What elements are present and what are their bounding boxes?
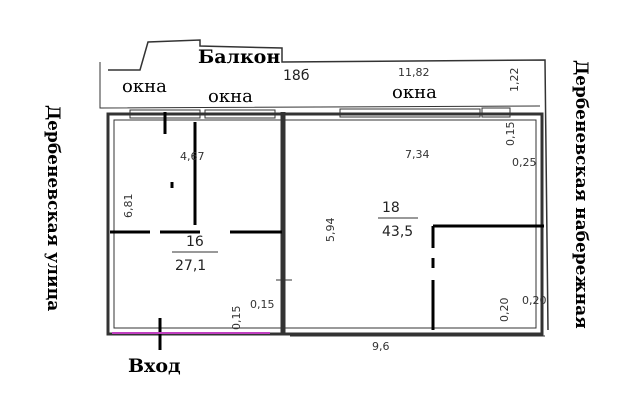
window-label-3: окна bbox=[392, 82, 437, 103]
dim-bottom-length: 9,6 bbox=[372, 340, 390, 353]
dim-top-length: 11,82 bbox=[398, 66, 430, 79]
room-markers bbox=[110, 112, 544, 350]
room-16-area: 27,1 bbox=[175, 258, 206, 274]
dim-left-room-width: 4,67 bbox=[180, 150, 205, 163]
entrance-label: Вход bbox=[128, 355, 181, 377]
window-label-1: окна bbox=[122, 76, 167, 97]
dim-right-room-height: 5,94 bbox=[324, 218, 337, 243]
balcony-outline bbox=[108, 39, 549, 331]
room-16-number: 16 bbox=[186, 234, 204, 250]
dim-left-room-height: 6,81 bbox=[122, 194, 135, 219]
room-number-top: 18б bbox=[283, 68, 309, 84]
dim-wall-020-a: 0,20 bbox=[498, 298, 511, 323]
outer-wall-inner bbox=[113, 119, 537, 329]
dim-partition-015: 0,15 bbox=[250, 298, 275, 311]
outer-wall bbox=[106, 112, 544, 336]
dim-wall-020-b: 0,20 bbox=[522, 294, 547, 307]
dim-wall-015-top: 0,15 bbox=[504, 122, 517, 147]
dim-right-room-width: 7,34 bbox=[405, 148, 430, 161]
window-label-2: окна bbox=[208, 86, 253, 107]
room-18-number: 18 bbox=[382, 200, 400, 216]
dim-wall-025: 0,25 bbox=[512, 156, 537, 169]
balcony-label: Балкон bbox=[198, 46, 280, 68]
dim-right-top: 1,22 bbox=[508, 68, 521, 93]
dim-partition-015-b: 0,15 bbox=[230, 306, 243, 331]
window-strips bbox=[129, 107, 511, 119]
street-left-label: Дербеневская улица bbox=[43, 105, 63, 311]
room-18-area: 43,5 bbox=[382, 224, 413, 240]
balcony-rail bbox=[99, 62, 541, 109]
street-right-label: Дербеневская набережная bbox=[571, 60, 591, 329]
